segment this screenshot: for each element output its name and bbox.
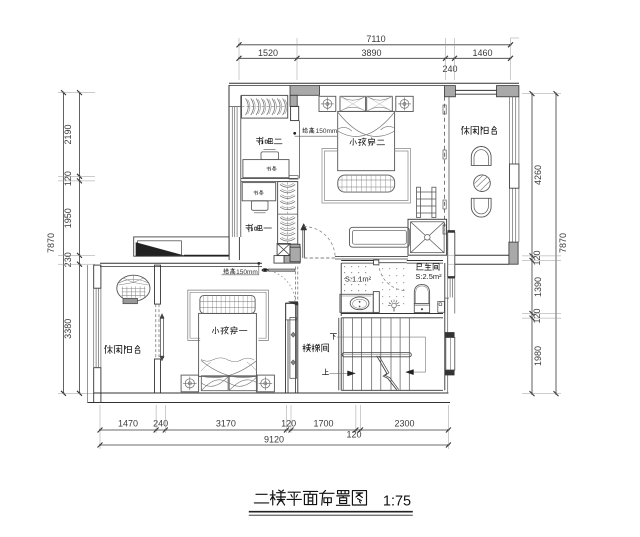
svg-text:1460: 1460 [472,48,492,58]
svg-text:120: 120 [63,171,73,186]
svg-text:1700: 1700 [313,419,333,429]
svg-text:1520: 1520 [258,48,278,58]
svg-text:120: 120 [346,429,361,439]
svg-text:9120: 9120 [264,435,284,445]
svg-text:7870: 7870 [46,233,56,253]
svg-text:2190: 2190 [63,124,73,144]
svg-text:240: 240 [153,419,168,429]
svg-text:1950: 1950 [63,208,73,228]
svg-text:3170: 3170 [216,419,236,429]
svg-text:240: 240 [442,64,457,74]
svg-text:120: 120 [532,250,542,265]
svg-text:3890: 3890 [361,48,381,58]
svg-text:1980: 1980 [533,346,543,366]
svg-text:1470: 1470 [118,419,138,429]
svg-text:S:2.5m²: S:2.5m² [415,272,442,281]
svg-text:150mm: 150mm [316,128,338,135]
svg-text:120: 120 [281,419,296,429]
svg-text:7110: 7110 [366,34,385,44]
svg-text:150mm: 150mm [236,269,258,276]
svg-text:1390: 1390 [533,277,543,297]
svg-text:7870: 7870 [558,233,568,253]
svg-text:4260: 4260 [533,165,543,185]
svg-text:1:75: 1:75 [383,494,411,510]
svg-text:2300: 2300 [394,419,414,429]
svg-text:230: 230 [63,252,73,267]
svg-text:120: 120 [532,308,542,323]
svg-text:3380: 3380 [63,319,73,339]
